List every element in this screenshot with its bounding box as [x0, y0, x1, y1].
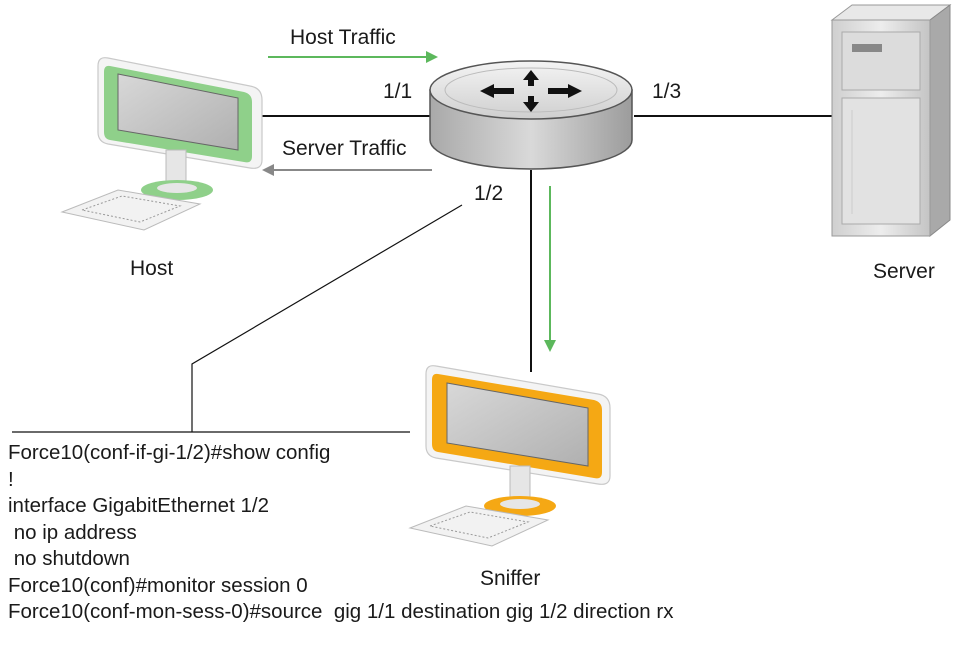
config-line: interface GigabitEthernet 1/2	[8, 494, 269, 517]
host-label: Host	[130, 257, 173, 280]
router-icon	[429, 60, 633, 170]
config-callout-line	[191, 204, 463, 432]
port-1-1-label: 1/1	[383, 80, 412, 103]
server-traffic-label: Server Traffic	[282, 137, 406, 160]
config-line: Force10(conf-if-gi-1/2)#show config	[8, 441, 331, 464]
port-1-3-label: 1/3	[652, 80, 681, 103]
server-label: Server	[873, 260, 935, 283]
config-line: !	[8, 467, 14, 491]
config-line: no ip address	[8, 520, 137, 544]
host-traffic-arrow	[268, 51, 438, 63]
config-line: Force10(conf)#monitor session 0	[8, 573, 308, 597]
config-line: no shutdown	[8, 547, 130, 570]
sniffer-label: Sniffer	[480, 567, 540, 590]
host-traffic-label: Host Traffic	[290, 26, 396, 49]
mirror-traffic-arrow	[544, 186, 556, 352]
config-block: Force10(conf-if-gi-1/2)#show config ! in…	[8, 440, 673, 626]
server-traffic-arrow	[262, 164, 432, 176]
config-line: Force10(conf-mon-sess-0)#source gig 1/1 …	[8, 600, 674, 623]
server-tower-icon	[830, 4, 952, 238]
sniffer-computer-icon	[408, 365, 611, 547]
port-1-2-label: 1/2	[474, 182, 503, 205]
host-computer-icon	[60, 57, 263, 231]
